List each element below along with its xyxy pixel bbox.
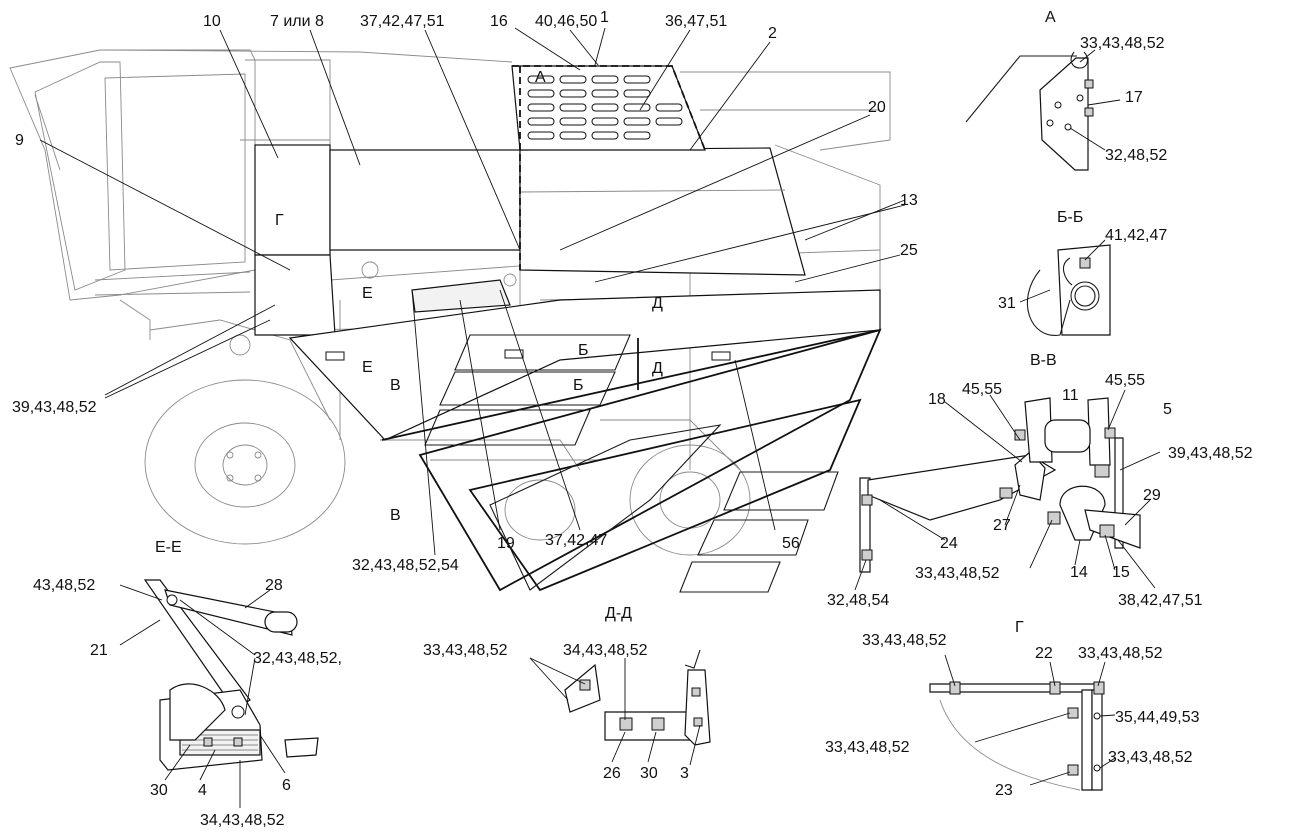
- view-g-label-33-43-48-52-d: 33,43,48,52: [1108, 749, 1193, 766]
- screen-slots: [527, 75, 683, 140]
- front-wheel: [144, 379, 346, 545]
- view-a-labels: А 33,43,48,52 17 32,48,52: [1045, 9, 1167, 164]
- view-vv-label-18: 18: [928, 391, 946, 408]
- view-dd-labels: Д-Д 33,43,48,52 34,43,48,52 26 30 3: [423, 605, 689, 782]
- callout-1: 1: [600, 9, 609, 26]
- view-dd-label-34-43-48-52: 34,43,48,52: [563, 642, 648, 659]
- section-mark-v1: В: [390, 377, 401, 394]
- exploded-covers: [418, 328, 882, 593]
- callout-20: 20: [868, 99, 886, 116]
- view-vv-label-45-55-b: 45,55: [1105, 372, 1145, 389]
- view-a-bracket: [965, 51, 1094, 171]
- view-a-label-2: 17: [1125, 89, 1143, 106]
- callout-39-43-48-52-left: 39,43,48,52: [12, 399, 97, 416]
- view-vv-label-45-55-a: 45,55: [962, 381, 1002, 398]
- view-ee-label-32-43-48-52: 32,43,48,52,: [253, 650, 342, 667]
- callout-9: 9: [15, 132, 24, 149]
- view-bb-labels: Б-Б 41,42,47 31: [998, 209, 1167, 312]
- callout-19: 19: [497, 535, 515, 552]
- view-bb-title: Б-Б: [1057, 209, 1083, 226]
- callout-10: 10: [203, 13, 221, 30]
- view-bb-label-2: 31: [998, 295, 1016, 312]
- view-ee-label-34-43-48-52: 34,43,48,52: [200, 812, 285, 829]
- view-g-label-23: 23: [995, 782, 1013, 799]
- view-vv-label-14: 14: [1070, 564, 1088, 581]
- view-vv-label-24: 24: [940, 535, 958, 552]
- view-dd-label-26: 26: [603, 765, 621, 782]
- view-vv-assembly: [859, 397, 1141, 573]
- view-a-label-1: 33,43,48,52: [1080, 35, 1165, 52]
- leader-lines: [39, 27, 1161, 808]
- callout-25: 25: [900, 242, 918, 259]
- view-g-labels: Г 33,43,48,52 22 33,43,48,52 35,44,49,53…: [825, 619, 1200, 799]
- view-bb-label-1: 41,42,47: [1105, 227, 1167, 244]
- main-view-labels: 10 7 или 8 37,42,47,51 16 40,46,50 1 36,…: [12, 9, 918, 574]
- section-mark-d2: Д: [652, 360, 663, 377]
- view-vv-label-5: 5: [1163, 401, 1172, 418]
- view-vv-labels: В-В 18 45,55 11 45,55 5 39,43,48,52 29 2…: [827, 352, 1253, 609]
- section-mark-e2: Е: [362, 359, 373, 376]
- callout-32-43-48-52-54: 32,43,48,52,54: [352, 557, 459, 574]
- view-vv-label-15: 15: [1112, 564, 1130, 581]
- view-ee-label-43-48-52: 43,48,52: [33, 577, 95, 594]
- section-mark-a: А: [535, 69, 546, 86]
- view-ee-labels: Е-Е 43,48,52 28 21 32,43,48,52, 30 4 6 3…: [33, 539, 342, 829]
- view-bb-bracket: [1026, 244, 1111, 336]
- view-vv-label-32-48-54: 32,48,54: [827, 592, 889, 609]
- callout-2: 2: [768, 25, 777, 42]
- view-g-label-22: 22: [1035, 645, 1053, 662]
- view-vv-label-27: 27: [993, 517, 1011, 534]
- view-ee-assembly: [143, 579, 319, 771]
- view-g-label-35-44-49-53: 35,44,49,53: [1115, 709, 1200, 726]
- view-ee-label-6: 6: [282, 777, 291, 794]
- view-ee-label-4: 4: [198, 782, 207, 799]
- rear-wheel: [504, 444, 751, 556]
- view-vv-label-29: 29: [1143, 487, 1161, 504]
- view-ee-label-28: 28: [265, 577, 283, 594]
- section-mark-v2: В: [390, 507, 401, 524]
- callout-56: 56: [782, 535, 800, 552]
- side-panels: [254, 65, 881, 441]
- view-vv-title: В-В: [1030, 352, 1057, 369]
- view-dd-label-3: 3: [680, 765, 689, 782]
- section-mark-g: Г: [275, 212, 284, 229]
- section-mark-d1: Д: [652, 295, 663, 312]
- view-vv-label-33-43-48-52: 33,43,48,52: [915, 565, 1000, 582]
- view-vv-label-39-43-48-52: 39,43,48,52: [1168, 445, 1253, 462]
- callout-13: 13: [900, 192, 918, 209]
- view-dd-label-30: 30: [640, 765, 658, 782]
- section-mark-b2: Б: [573, 377, 584, 394]
- view-a-title: А: [1045, 9, 1056, 26]
- view-vv-label-38-42-47-51: 38,42,47,51: [1118, 592, 1203, 609]
- callout-36-47-51: 36,47,51: [665, 13, 727, 30]
- callout-16: 16: [490, 13, 508, 30]
- view-ee-label-21: 21: [90, 642, 108, 659]
- view-ee-title: Е-Е: [155, 539, 182, 556]
- callout-40-46-50: 40,46,50: [535, 13, 597, 30]
- view-g-label-33-43-48-52-c: 33,43,48,52: [825, 739, 910, 756]
- view-g-label-33-43-48-52-a: 33,43,48,52: [862, 632, 947, 649]
- section-mark-e1: Е: [362, 285, 373, 302]
- section-mark-b1: Б: [578, 342, 589, 359]
- view-g-assembly: [929, 681, 1105, 791]
- view-vv-label-11: 11: [1062, 387, 1079, 404]
- view-dd-assembly: [564, 649, 711, 746]
- view-dd-label-33-43-48-52: 33,43,48,52: [423, 642, 508, 659]
- callout-37-42-47: 37,42,47: [545, 532, 607, 549]
- panel-windows: [325, 349, 731, 361]
- view-dd-title: Д-Д: [605, 605, 632, 622]
- callout-7or8: 7 или 8: [270, 13, 324, 30]
- view-g-label-33-43-48-52-b: 33,43,48,52: [1078, 645, 1163, 662]
- callout-37-42-47-51-top: 37,42,47,51: [360, 13, 445, 30]
- view-ee-label-30: 30: [150, 782, 168, 799]
- view-g-title: Г: [1015, 619, 1024, 636]
- view-a-label-3: 32,48,52: [1105, 147, 1167, 164]
